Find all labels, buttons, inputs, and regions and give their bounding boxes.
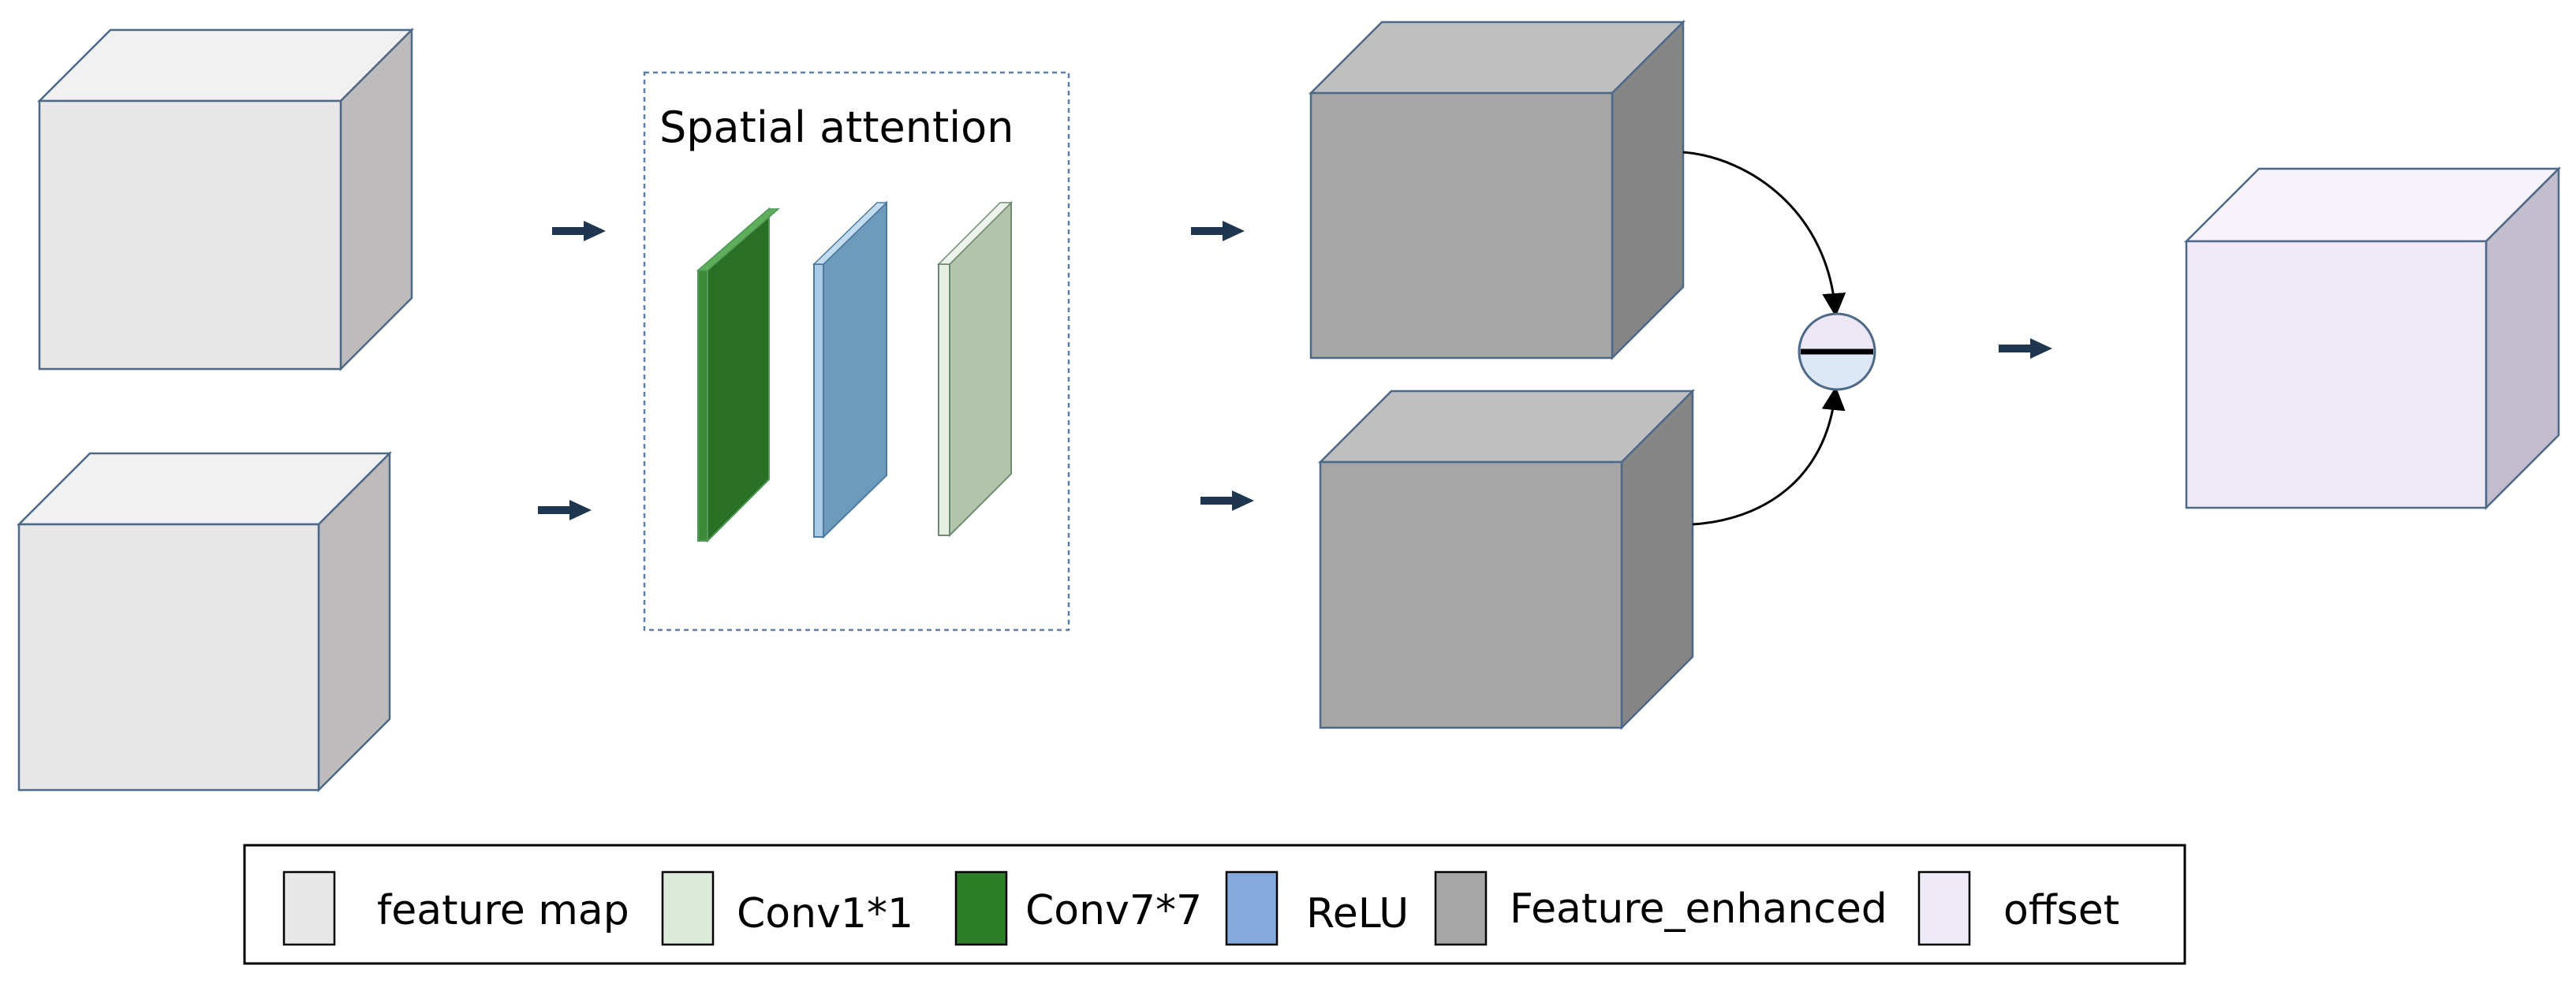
legend: feature map Conv1*1 Conv7*7 ReLU Feature… — [243, 844, 2186, 965]
spatial-attention-block: Spatial attention — [643, 71, 1070, 632]
input-feature-map-1 — [36, 27, 415, 372]
legend-item-feature-map: feature map — [282, 870, 629, 946]
connector-curve-bottom — [1692, 386, 1846, 526]
legend-label-feature-enhanced: Feature_enhanced — [1510, 885, 1887, 933]
arrow-input-2 — [538, 500, 592, 520]
legend-label-offset: offset — [2003, 887, 2119, 934]
arrow-attention-2 — [1200, 490, 1254, 511]
feature-enhanced-2 — [1317, 388, 1696, 731]
arrow-attention-1 — [1191, 221, 1245, 241]
legend-item-relu: ReLU — [1225, 870, 1409, 946]
conv1x1-layer — [937, 200, 1013, 538]
legend-item-conv1x1: Conv1*1 — [661, 870, 913, 946]
offset-output — [2183, 166, 2562, 511]
connector-curve-top — [1682, 151, 1846, 317]
legend-item-offset: offset — [1917, 870, 2119, 946]
subtraction-operator — [1798, 312, 1876, 391]
legend-item-conv7x7: Conv7*7 — [954, 870, 1202, 946]
legend-swatch-feature-enhanced — [1434, 870, 1488, 946]
legend-label-relu: ReLU — [1306, 890, 1409, 937]
arrow-output — [1999, 338, 2052, 359]
legend-swatch-relu — [1225, 870, 1279, 946]
conv7x7-layer — [696, 207, 781, 543]
legend-swatch-conv7x7 — [954, 870, 1008, 946]
legend-label-feature-map: feature map — [377, 887, 629, 934]
legend-swatch-offset — [1917, 870, 1971, 946]
legend-label-conv7x7: Conv7*7 — [1025, 887, 1202, 934]
feature-enhanced-1 — [1308, 19, 1686, 361]
input-feature-map-2 — [16, 450, 393, 793]
legend-swatch-feature-map — [282, 870, 336, 946]
spatial-attention-title: Spatial attention — [659, 102, 1014, 152]
legend-label-conv1x1: Conv1*1 — [737, 890, 913, 937]
legend-item-feature-enhanced: Feature_enhanced — [1434, 870, 1887, 946]
arrow-input-1 — [552, 221, 606, 241]
relu-layer — [812, 200, 888, 539]
legend-swatch-conv1x1 — [661, 870, 715, 946]
